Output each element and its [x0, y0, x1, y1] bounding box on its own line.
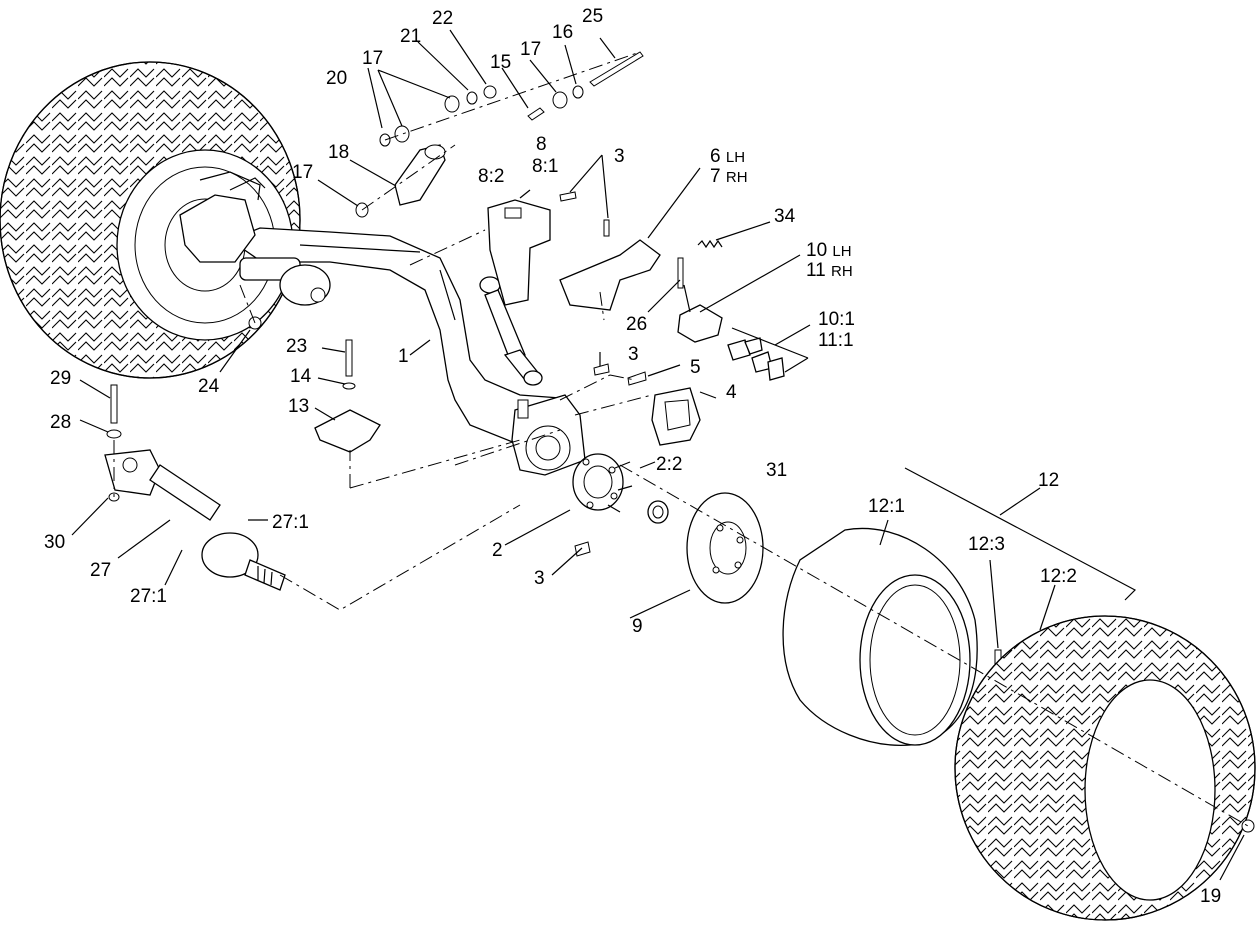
spindle-housing — [511, 394, 586, 476]
label-19: 19 — [1200, 886, 1221, 907]
left-knuckle — [179, 171, 266, 263]
label-17-left: 17 — [292, 162, 313, 183]
label-29: 29 — [50, 368, 71, 389]
mount-plate — [314, 409, 381, 453]
shaft-bolt — [106, 384, 122, 502]
hub-nut — [647, 500, 669, 524]
right-tire — [954, 615, 1256, 921]
label-12-2: 12:2 — [1040, 566, 1077, 587]
brake-disc — [686, 492, 764, 604]
label-20: 20 — [326, 68, 347, 89]
steering-link — [394, 144, 446, 206]
label-3-top: 3 — [614, 146, 625, 167]
label-13: 13 — [288, 396, 309, 417]
lug-nut — [1241, 819, 1255, 833]
label-26: 26 — [626, 314, 647, 335]
label-3-mid: 3 — [628, 344, 639, 365]
misc-bolts — [248, 191, 684, 557]
label-31: 31 — [766, 460, 787, 481]
label-2: 2 — [492, 540, 503, 561]
label-15: 15 — [490, 52, 511, 73]
label-27-1-right: 27:1 — [272, 512, 309, 533]
label-7: 7 RH — [710, 166, 748, 187]
label-18: 18 — [328, 142, 349, 163]
mount-bracket — [487, 199, 551, 306]
label-22: 22 — [432, 8, 453, 29]
label-3-bottom: 3 — [534, 568, 545, 589]
label-27: 27 — [90, 560, 111, 581]
label-17-top: 17 — [362, 48, 383, 69]
label-8-1: 8:1 — [532, 156, 558, 177]
shock-absorber — [479, 276, 543, 386]
brake-lever — [677, 284, 723, 343]
callout-labels: 1 2 2:2 3 3 3 4 5 6 LH 7 RH 8 8:1 8:2 9 … — [44, 6, 1221, 907]
label-14: 14 — [290, 366, 312, 387]
label-30: 30 — [44, 532, 65, 553]
label-11-1: 11:1 — [818, 330, 854, 351]
left-tire — [0, 61, 301, 379]
lower-drive-shaft — [104, 449, 286, 591]
label-1: 1 — [398, 346, 409, 367]
wheel-hub — [572, 453, 633, 513]
label-25: 25 — [582, 6, 603, 27]
label-8-2: 8:2 — [478, 166, 504, 187]
label-28: 28 — [50, 412, 71, 433]
label-10: 10 LH — [806, 240, 852, 261]
pivot-hardware — [355, 51, 644, 218]
label-9: 9 — [632, 616, 643, 637]
brake-caliper — [651, 387, 701, 446]
leader-lines — [71, 29, 1245, 881]
label-11: 11 RH — [806, 260, 853, 281]
label-17-right: 17 — [520, 39, 541, 60]
label-23: 23 — [286, 336, 307, 357]
label-8: 8 — [536, 134, 547, 155]
label-12-1: 12:1 — [868, 496, 905, 517]
label-12: 12 — [1038, 470, 1059, 491]
brake-bracket — [559, 239, 661, 311]
upper-u-joint — [239, 257, 331, 306]
label-2-2: 2:2 — [656, 454, 682, 475]
label-21: 21 — [400, 26, 421, 47]
plate-bolt — [342, 339, 356, 390]
label-10-1: 10:1 — [818, 309, 855, 330]
label-5: 5 — [690, 357, 701, 378]
label-16: 16 — [552, 22, 573, 43]
label-34: 34 — [774, 206, 796, 227]
brake-pads — [727, 327, 809, 381]
wheel-rim — [782, 527, 978, 746]
label-27-1-bottom: 27:1 — [130, 586, 167, 607]
label-24: 24 — [198, 376, 220, 397]
label-6: 6 LH — [710, 146, 745, 167]
return-spring — [697, 239, 723, 249]
label-12-3: 12:3 — [968, 534, 1005, 555]
center-lines — [113, 51, 1249, 827]
label-4: 4 — [726, 382, 737, 403]
